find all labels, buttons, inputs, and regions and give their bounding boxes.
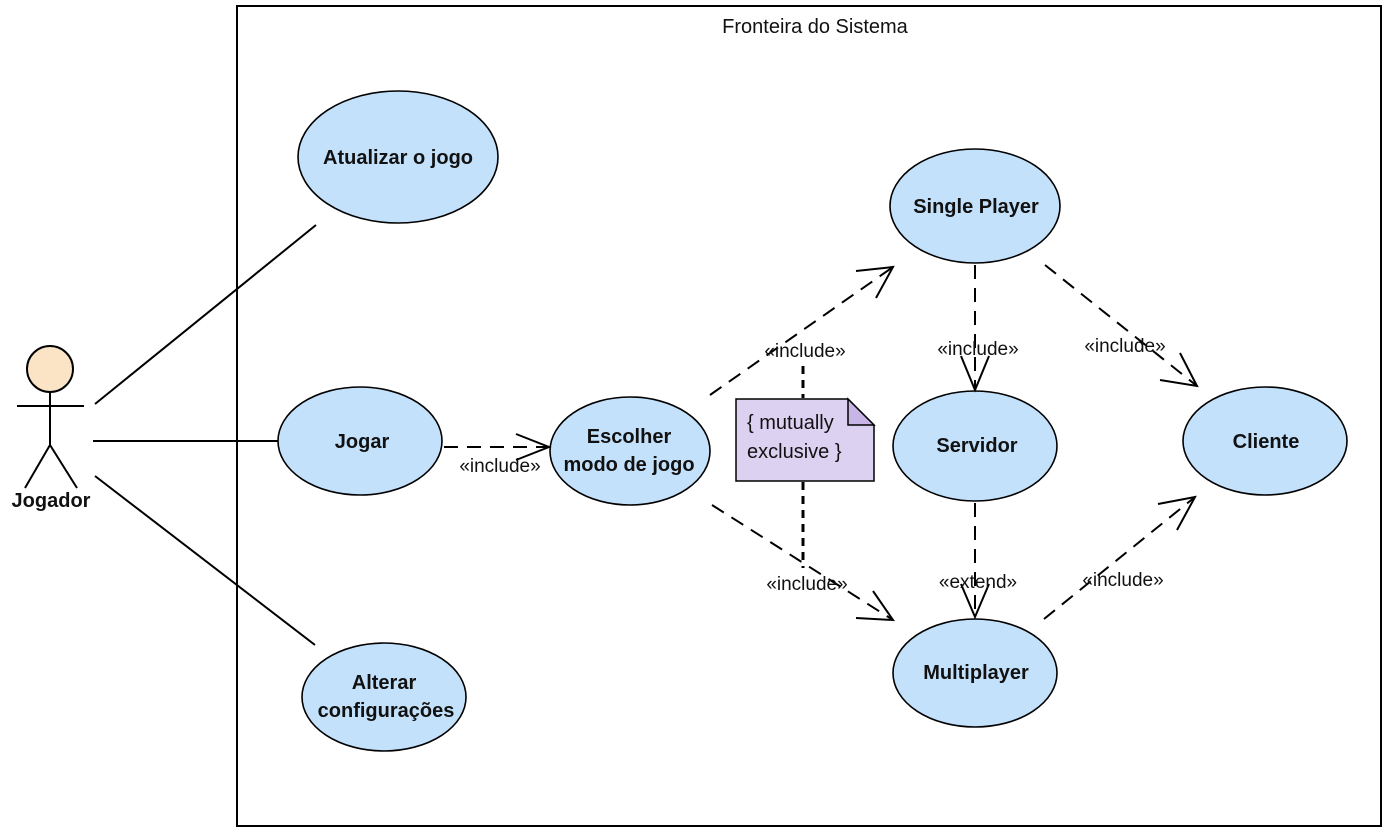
use-case-atualizar-label: Atualizar o jogo xyxy=(323,147,473,169)
use-case-cliente-label: Cliente xyxy=(1233,431,1300,453)
use-case-atualizar[interactable]: Atualizar o jogo xyxy=(297,90,499,224)
relation-escolher-multi: «include» xyxy=(711,504,895,622)
relation-escolher-multi-label: «include» xyxy=(766,574,847,595)
use-case-escolher-label-line2: modo de jogo xyxy=(563,454,694,476)
relation-servidor-multi: «extend» xyxy=(939,503,1017,620)
use-case-cliente-shape xyxy=(1182,386,1348,496)
relation-jogar-escolher: «include» xyxy=(444,433,552,477)
relation-escolher-single-arrow xyxy=(855,265,895,299)
relation-escolher-single-line xyxy=(709,266,894,396)
note-fold xyxy=(847,397,876,426)
relation-escolher-single-label: «include» xyxy=(764,341,845,362)
use-case-jogar-shape xyxy=(277,386,443,496)
use-case-jogar[interactable]: Jogar xyxy=(277,386,443,496)
use-case-single-player[interactable]: Single Player xyxy=(889,148,1061,264)
relation-servidor-multi-arrow xyxy=(960,583,990,620)
relation-jogar-escolher-label: «include» xyxy=(459,456,540,477)
relation-single-servidor-label: «include» xyxy=(937,339,1018,360)
use-case-alterar-label-line2: configurações xyxy=(318,700,455,722)
use-case-escolher-shape xyxy=(549,396,711,506)
use-case-cliente[interactable]: Cliente xyxy=(1182,386,1348,496)
use-case-alterar-label-line1: Alterar xyxy=(352,672,417,694)
association-alterar xyxy=(94,475,316,646)
use-case-multiplayer[interactable]: Multiplayer xyxy=(892,618,1058,728)
relation-escolher-multi-line xyxy=(711,504,894,621)
relation-multi-cliente-label: «include» xyxy=(1082,570,1163,591)
system-boundary-title: Fronteira do Sistema xyxy=(722,16,909,38)
actor-right-leg xyxy=(49,444,78,489)
note-body xyxy=(735,398,875,482)
relation-multi-cliente-line xyxy=(1043,496,1196,620)
use-case-escolher-label-line1: Escolher xyxy=(587,426,672,448)
relation-single-cliente-label: «include» xyxy=(1084,336,1165,357)
relation-multi-cliente: «include» xyxy=(1043,495,1197,620)
relation-multi-cliente-arrow xyxy=(1157,495,1197,531)
association-atualizar xyxy=(94,224,317,405)
relation-single-servidor-arrow xyxy=(960,355,990,393)
use-case-single-player-label: Single Player xyxy=(913,196,1039,218)
relation-single-cliente: «include» xyxy=(1044,264,1199,388)
use-case-atualizar-shape xyxy=(297,90,499,224)
use-case-jogar-label: Jogar xyxy=(335,431,390,453)
relation-escolher-single: «include» xyxy=(709,265,895,396)
system-boundary xyxy=(236,5,1382,827)
relation-servidor-multi-label: «extend» xyxy=(939,572,1017,593)
note-text-line1: { mutually xyxy=(747,412,834,434)
use-case-alterar-shape xyxy=(301,642,467,752)
use-case-servidor-label: Servidor xyxy=(936,435,1017,457)
relation-escolher-multi-arrow xyxy=(855,590,895,622)
use-case-single-player-shape xyxy=(889,148,1061,264)
relation-single-cliente-line xyxy=(1044,264,1198,387)
use-case-alterar[interactable]: Alterar configurações xyxy=(301,642,467,752)
actor-left-leg xyxy=(24,444,51,489)
relation-jogar-escolher-arrow xyxy=(515,433,552,461)
actor-name: Jogador xyxy=(12,490,91,512)
note-text-line2: exclusive } xyxy=(747,441,842,463)
relation-single-cliente-arrow xyxy=(1159,352,1199,388)
use-case-multiplayer-label: Multiplayer xyxy=(923,662,1029,684)
use-case-escolher[interactable]: Escolher modo de jogo xyxy=(549,396,711,506)
relation-single-servidor: «include» xyxy=(937,265,1019,393)
actor-jogador[interactable]: Jogador xyxy=(12,345,91,512)
constraint-note: { mutually exclusive } xyxy=(735,397,876,482)
use-case-servidor[interactable]: Servidor xyxy=(892,390,1058,502)
actor-head xyxy=(26,345,74,393)
